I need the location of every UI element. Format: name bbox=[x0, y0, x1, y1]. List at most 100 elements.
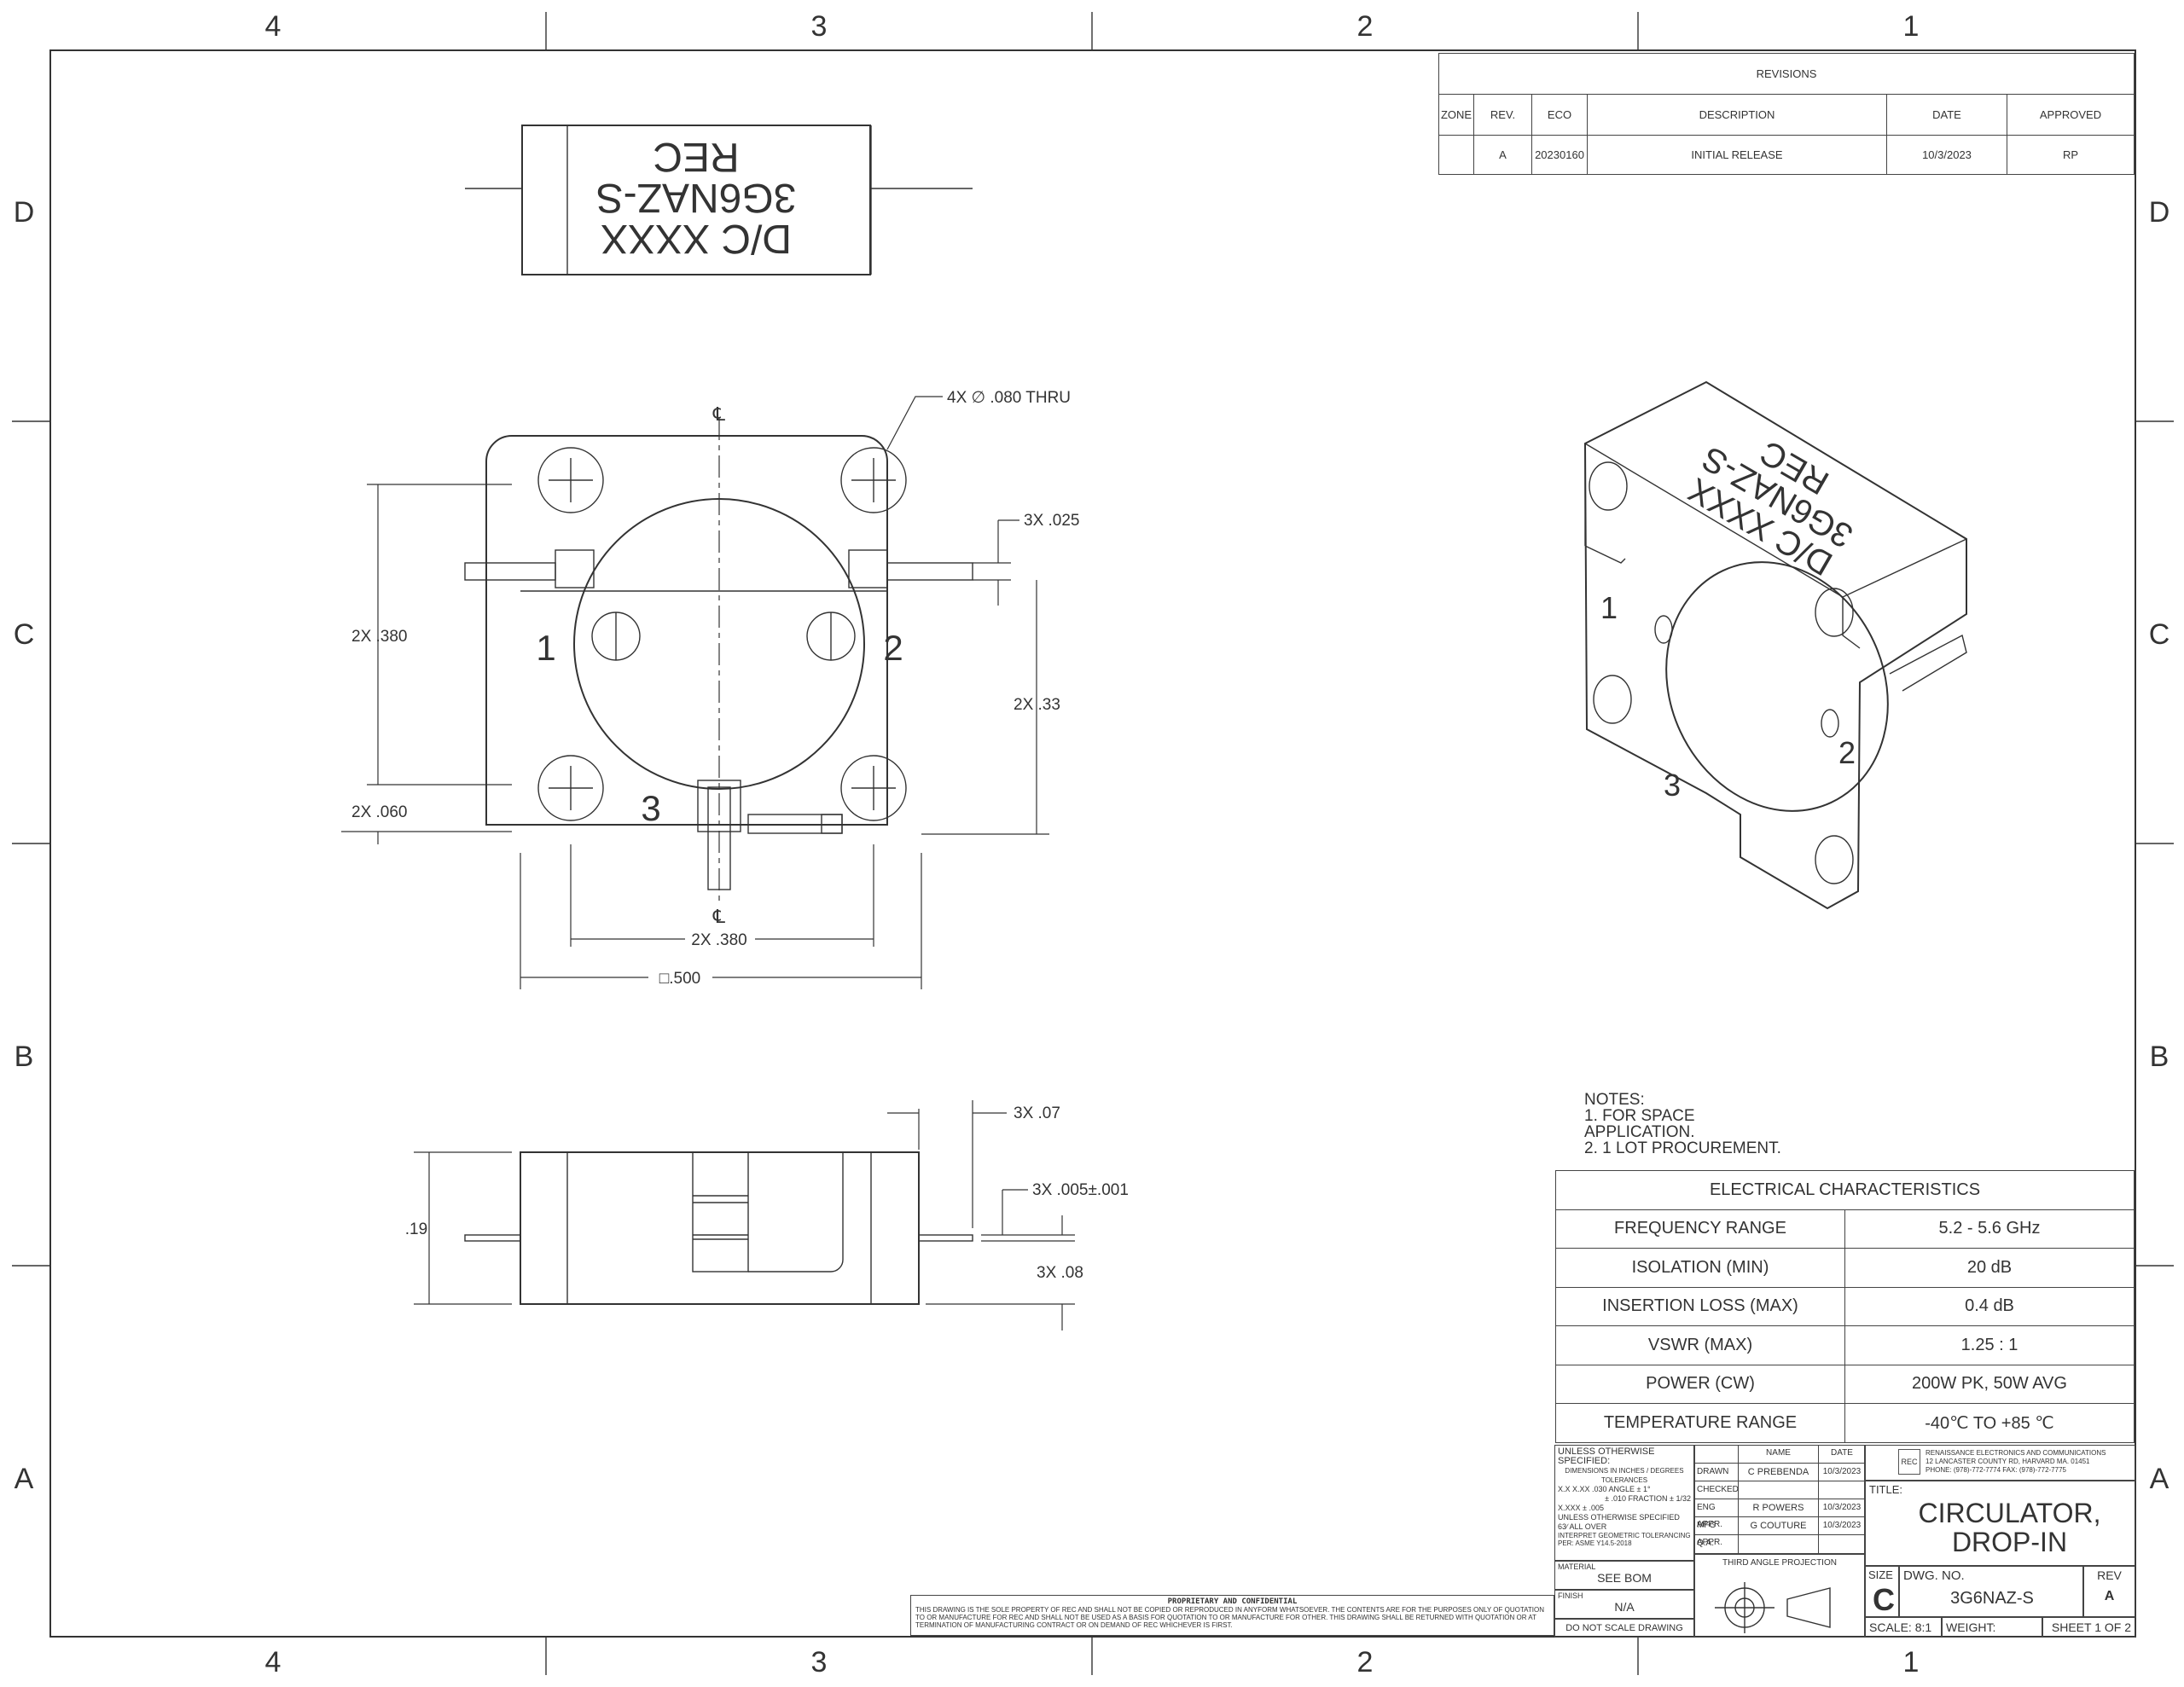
port-label: 2 bbox=[883, 628, 903, 668]
title-block: TITLE: CIRCULATOR, DROP-IN bbox=[1865, 1481, 2135, 1566]
dimension-label: .19 bbox=[405, 1220, 427, 1238]
centerline-mark: ℄ bbox=[712, 906, 726, 927]
dwg-label: DWG. NO. bbox=[1903, 1568, 1965, 1583]
company-block: REC RENAISSANCE ELECTRONICS AND COMMUNIC… bbox=[1865, 1445, 2135, 1481]
rev-cell: INITIAL RELEASE bbox=[1587, 135, 1887, 175]
dimension-label: 2X .380 bbox=[351, 628, 408, 646]
tb-text: X.X X.XX .030 ANGLE ± 1° bbox=[1558, 1485, 1651, 1493]
eng-date: 10/3/2023 bbox=[1819, 1499, 1865, 1517]
third-angle-projection-icon bbox=[1715, 1582, 1831, 1633]
drawn-name: C PREBENDA bbox=[1739, 1464, 1819, 1481]
marking-text: 3G6NAZ-S bbox=[596, 175, 797, 220]
dimension-label: 3X .08 bbox=[1037, 1264, 1083, 1282]
ec-value: 200W PK, 50W AVG bbox=[1844, 1364, 2135, 1404]
notes-title: NOTES: bbox=[1584, 1091, 1645, 1109]
tb-header: DATE bbox=[1819, 1445, 1865, 1464]
zone-row-label: A bbox=[2150, 1463, 2169, 1495]
ec-value: 5.2 - 5.6 GHz bbox=[1844, 1209, 2135, 1249]
tb-text: DIMENSIONS IN INCHES / DEGREES bbox=[1565, 1467, 1684, 1475]
dimension-label: 2X .380 bbox=[691, 931, 747, 949]
finish-block: FINISH N/A bbox=[1554, 1590, 1694, 1619]
tb-text: 63∕ ALL OVER bbox=[1558, 1522, 1607, 1531]
port-label: 1 bbox=[536, 628, 555, 668]
company-name: RENAISSANCE ELECTRONICS AND COMMUNICATIO… bbox=[1926, 1449, 2106, 1457]
tb-text: TOLERANCES bbox=[1600, 1476, 1648, 1484]
zone-row-label: C bbox=[14, 618, 35, 651]
rev-cell: 10/3/2023 bbox=[1886, 135, 2007, 175]
marking-view: D/C XXXX 3G6NAZ-S REC bbox=[465, 125, 973, 275]
zone-col-label: 1 bbox=[1903, 1646, 1920, 1678]
drawing-title: DROP-IN bbox=[1951, 1527, 2068, 1557]
ec-param: ISOLATION (MIN) bbox=[1555, 1248, 1845, 1288]
material-block: MATERIAL SEE BOM bbox=[1554, 1561, 1694, 1590]
zone-col-label: 2 bbox=[1357, 1646, 1374, 1678]
ec-value: 20 dB bbox=[1844, 1248, 2135, 1288]
rev-cell: A bbox=[1473, 135, 1532, 175]
company-address: 12 LANCASTER COUNTY RD, HARVARD MA. 0145… bbox=[1926, 1458, 2090, 1465]
port-label: 3 bbox=[1664, 768, 1681, 803]
size-value: C bbox=[1873, 1582, 1895, 1617]
rev-header: REV. bbox=[1473, 94, 1532, 136]
approvals-block: NAME DATE DRAWN C PREBENDA 10/3/2023 CHE… bbox=[1694, 1445, 1865, 1554]
rev-header: APPROVED bbox=[2007, 94, 2135, 136]
centerline-mark: ℄ bbox=[712, 403, 726, 425]
note-line: APPLICATION. bbox=[1584, 1123, 1695, 1141]
dimension-label: 2X .33 bbox=[1014, 696, 1060, 714]
title-label: TITLE: bbox=[1869, 1483, 1903, 1496]
ec-param: VSWR (MAX) bbox=[1555, 1325, 1845, 1365]
port-label: 2 bbox=[1838, 735, 1856, 770]
zone-col-label: 1 bbox=[1903, 10, 1920, 43]
sheet-field: SHEET 1 OF 2 bbox=[2042, 1617, 2135, 1638]
drawn-date: 10/3/2023 bbox=[1819, 1464, 1865, 1481]
rev-header: ECO bbox=[1531, 94, 1588, 136]
isometric-view: D/C XXXX 3G6NAZ-S REC 1 2 3 bbox=[1583, 380, 1967, 910]
electrical-characteristics-table: ELECTRICAL CHARACTERISTICS FREQUENCY RAN… bbox=[1555, 1170, 2135, 1443]
rev-header: DESCRIPTION bbox=[1587, 94, 1887, 136]
dimension-label: 3X .005±.001 bbox=[1032, 1181, 1129, 1199]
ec-param: INSERTION LOSS (MAX) bbox=[1555, 1286, 1845, 1326]
zone-col-label: 4 bbox=[265, 1646, 282, 1678]
ec-param: FREQUENCY RANGE bbox=[1555, 1209, 1845, 1249]
plan-view: ℄ ℄ 1 2 3 4X ∅ .080 THRU 3X .025 2X .33 … bbox=[341, 389, 1080, 989]
zone-row-label: C bbox=[2149, 618, 2170, 651]
port-label: 3 bbox=[641, 788, 660, 828]
tb-text: X.XXX ± .005 bbox=[1558, 1504, 1604, 1512]
note-line: 1. FOR SPACE bbox=[1584, 1107, 1695, 1125]
rev-cell: 20230160 bbox=[1531, 135, 1588, 175]
weight-field: WEIGHT: bbox=[1942, 1617, 2042, 1638]
marking-text: REC bbox=[653, 134, 739, 179]
zone-row-label: B bbox=[15, 1041, 34, 1073]
notes: NOTES: 1. FOR SPACE APPLICATION. 2. 1 LO… bbox=[1584, 1092, 1781, 1157]
tb-label: CHECKED bbox=[1694, 1481, 1739, 1499]
note-line: 2. 1 LOT PROCUREMENT. bbox=[1584, 1139, 1781, 1157]
zone-ticks bbox=[12, 12, 2174, 1675]
rev-label: REV bbox=[2097, 1568, 2122, 1582]
zone-row-label: A bbox=[15, 1463, 34, 1495]
ec-title: ELECTRICAL CHARACTERISTICS bbox=[1555, 1170, 2135, 1210]
ec-value: 1.25 : 1 bbox=[1844, 1325, 2135, 1365]
ec-param: TEMPERATURE RANGE bbox=[1555, 1403, 1845, 1443]
revisions-title: REVISIONS bbox=[1438, 53, 2135, 95]
marking-text: D/C XXXX bbox=[601, 216, 792, 261]
no-scale-note: DO NOT SCALE DRAWING bbox=[1554, 1619, 1694, 1638]
zone-row-label: B bbox=[2150, 1041, 2169, 1073]
ec-value: 0.4 dB bbox=[1844, 1286, 2135, 1326]
size-label: SIZE bbox=[1868, 1568, 1893, 1581]
tb-label: DRAWN bbox=[1694, 1464, 1739, 1481]
eng-name: R POWERS bbox=[1739, 1499, 1819, 1517]
ec-value: -40℃ TO +85 ℃ bbox=[1844, 1403, 2135, 1443]
company-phone: PHONE: (978)-772-7774 FAX: (978)-772-777… bbox=[1926, 1466, 2066, 1474]
dimension-label: 3X .025 bbox=[1024, 512, 1080, 530]
rev-value: A bbox=[2104, 1589, 2115, 1603]
dimension-label: 4X ∅ .080 THRU bbox=[947, 389, 1071, 407]
tb-text: UNLESS OTHERWISE SPECIFIED: bbox=[1558, 1446, 1655, 1466]
drawing-title: CIRCULATOR, bbox=[1918, 1498, 2101, 1528]
dimension-label: 2X .060 bbox=[351, 803, 408, 821]
tb-label: FINISH bbox=[1558, 1591, 1583, 1600]
company-logo: REC bbox=[1898, 1449, 1920, 1475]
mfg-date: 10/3/2023 bbox=[1819, 1517, 1865, 1535]
side-view: .19 3X .07 3X .005±.001 3X .08 bbox=[405, 1100, 1129, 1330]
proprietary-notice: PROPRIETARY AND CONFIDENTIAL THIS DRAWIN… bbox=[910, 1595, 1554, 1636]
rev-header: DATE bbox=[1886, 94, 2007, 136]
